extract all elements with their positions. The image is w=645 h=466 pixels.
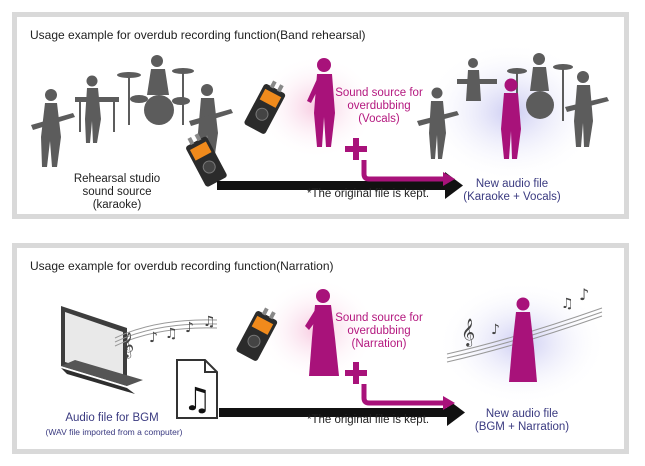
overdub-label-line: Sound source for: [335, 87, 423, 99]
narration-panel: 𝄞 ♪ ♫ ♪ ♫ ♫: [12, 243, 629, 454]
result-label-line: (Karaoke + Vocals): [463, 191, 561, 203]
result-label: New audio file (Karaoke + Vocals): [447, 178, 577, 204]
band-silhouette: [31, 55, 233, 167]
plus-icon: [345, 138, 367, 160]
svg-text:𝄞: 𝄞: [461, 318, 475, 347]
source-label-line: Audio file for BGM: [65, 412, 159, 424]
result-label-line: New audio file: [485, 408, 559, 420]
overdub-label-line: (Vocals): [358, 113, 400, 125]
overdub-label: Sound source for overdubbing (Vocals): [329, 87, 429, 126]
svg-text:♪: ♪: [491, 322, 500, 338]
laptop-icon: [61, 306, 143, 394]
overdub-label: Sound source for overdubbing (Narration): [329, 312, 429, 351]
source-label-line: sound source: [82, 186, 152, 198]
original-kept-note: *The original file is kept.: [307, 188, 430, 200]
overdub-label-line: overdubbing: [347, 325, 411, 337]
result-label: New audio file (BGM + Narration): [457, 408, 587, 434]
plus-icon: [345, 362, 367, 384]
source-label: Audio file for BGM: [47, 412, 177, 425]
narrator-silhouette: [305, 289, 339, 376]
source-sub-label: (WAV file imported from a computer): [45, 427, 183, 437]
svg-text:♫: ♫: [203, 314, 216, 330]
vocalist-silhouette: [307, 58, 335, 147]
svg-text:♪: ♪: [149, 330, 158, 346]
band-silhouette: [417, 53, 609, 159]
svg-text:𝄞: 𝄞: [121, 332, 134, 358]
recorder-icon: [186, 133, 227, 187]
svg-text:♫: ♫: [183, 380, 212, 418]
source-label-line: Rehearsal studio: [73, 173, 161, 185]
band-rehearsal-illustration: [31, 42, 609, 199]
audio-file-icon: ♫: [176, 359, 218, 419]
panel-title: Usage example for overdub recording func…: [30, 259, 334, 273]
overdub-label-line: overdubbing: [347, 100, 411, 112]
narrator-silhouette: [509, 297, 537, 382]
narration-illustration: 𝄞 ♪ ♫ ♪ ♫ ♫: [61, 278, 607, 426]
source-label-line: (karaoke): [92, 199, 142, 211]
music-notes-icon: 𝄞 ♪ ♫ ♪ ♫: [114, 314, 218, 358]
source-label: Rehearsal studio sound source (karaoke): [62, 173, 172, 212]
svg-text:♪: ♪: [579, 285, 589, 304]
svg-text:♪: ♪: [185, 320, 194, 336]
overdub-label-line: Sound source for: [335, 312, 423, 324]
overdub-label-line: (Narration): [351, 338, 407, 350]
arrow-icon: [361, 160, 455, 186]
arrow-icon: [219, 399, 465, 426]
svg-text:♫: ♫: [165, 326, 178, 342]
recorder-icon: [244, 80, 286, 134]
panel-title: Usage example for overdub recording func…: [30, 28, 366, 42]
svg-text:♫: ♫: [561, 296, 574, 312]
recorder-icon: [236, 307, 278, 361]
original-kept-note: *The original file is kept.: [307, 414, 430, 426]
vocalist-silhouette: [501, 78, 521, 159]
result-label-line: (BGM + Narration): [474, 421, 570, 433]
arrow-icon: [361, 384, 455, 410]
music-notes-icon: 𝄞 ♪ ♫ ♪: [446, 285, 603, 363]
band-rehearsal-panel: Usage example for overdub recording func…: [12, 12, 629, 219]
result-label-line: New audio file: [475, 178, 549, 190]
